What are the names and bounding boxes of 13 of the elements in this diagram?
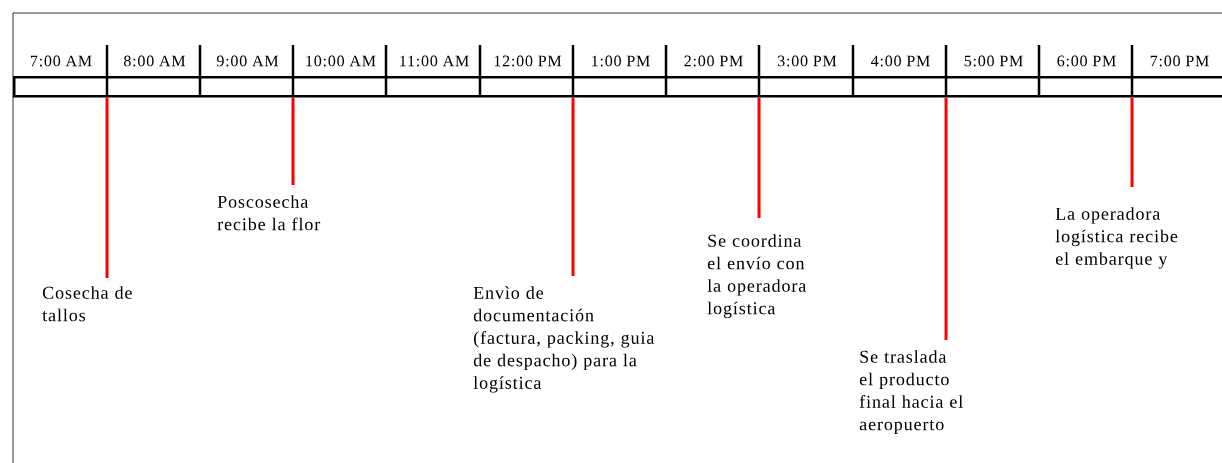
leader-line <box>944 97 948 340</box>
leader-line <box>105 97 109 278</box>
leader-line <box>1130 97 1134 187</box>
event-text: Se coordina el envío con la operadora logística <box>707 234 806 319</box>
leader-line <box>757 97 761 218</box>
event-text: Se traslada el producto final hacia el aeropuerto <box>859 350 963 434</box>
event-text: La operadora logística recibe el embarque y <box>1055 207 1178 269</box>
leader-line <box>291 97 295 185</box>
event-text: Poscosecha recibe la flor <box>217 195 321 231</box>
timeline-bar <box>13 76 1222 98</box>
leader-line <box>571 97 575 276</box>
event-text: Envìo de documentación (factura, packing, guia de despacho) para la logística <box>473 286 655 393</box>
event-text: Cosecha de tallos <box>42 286 132 322</box>
